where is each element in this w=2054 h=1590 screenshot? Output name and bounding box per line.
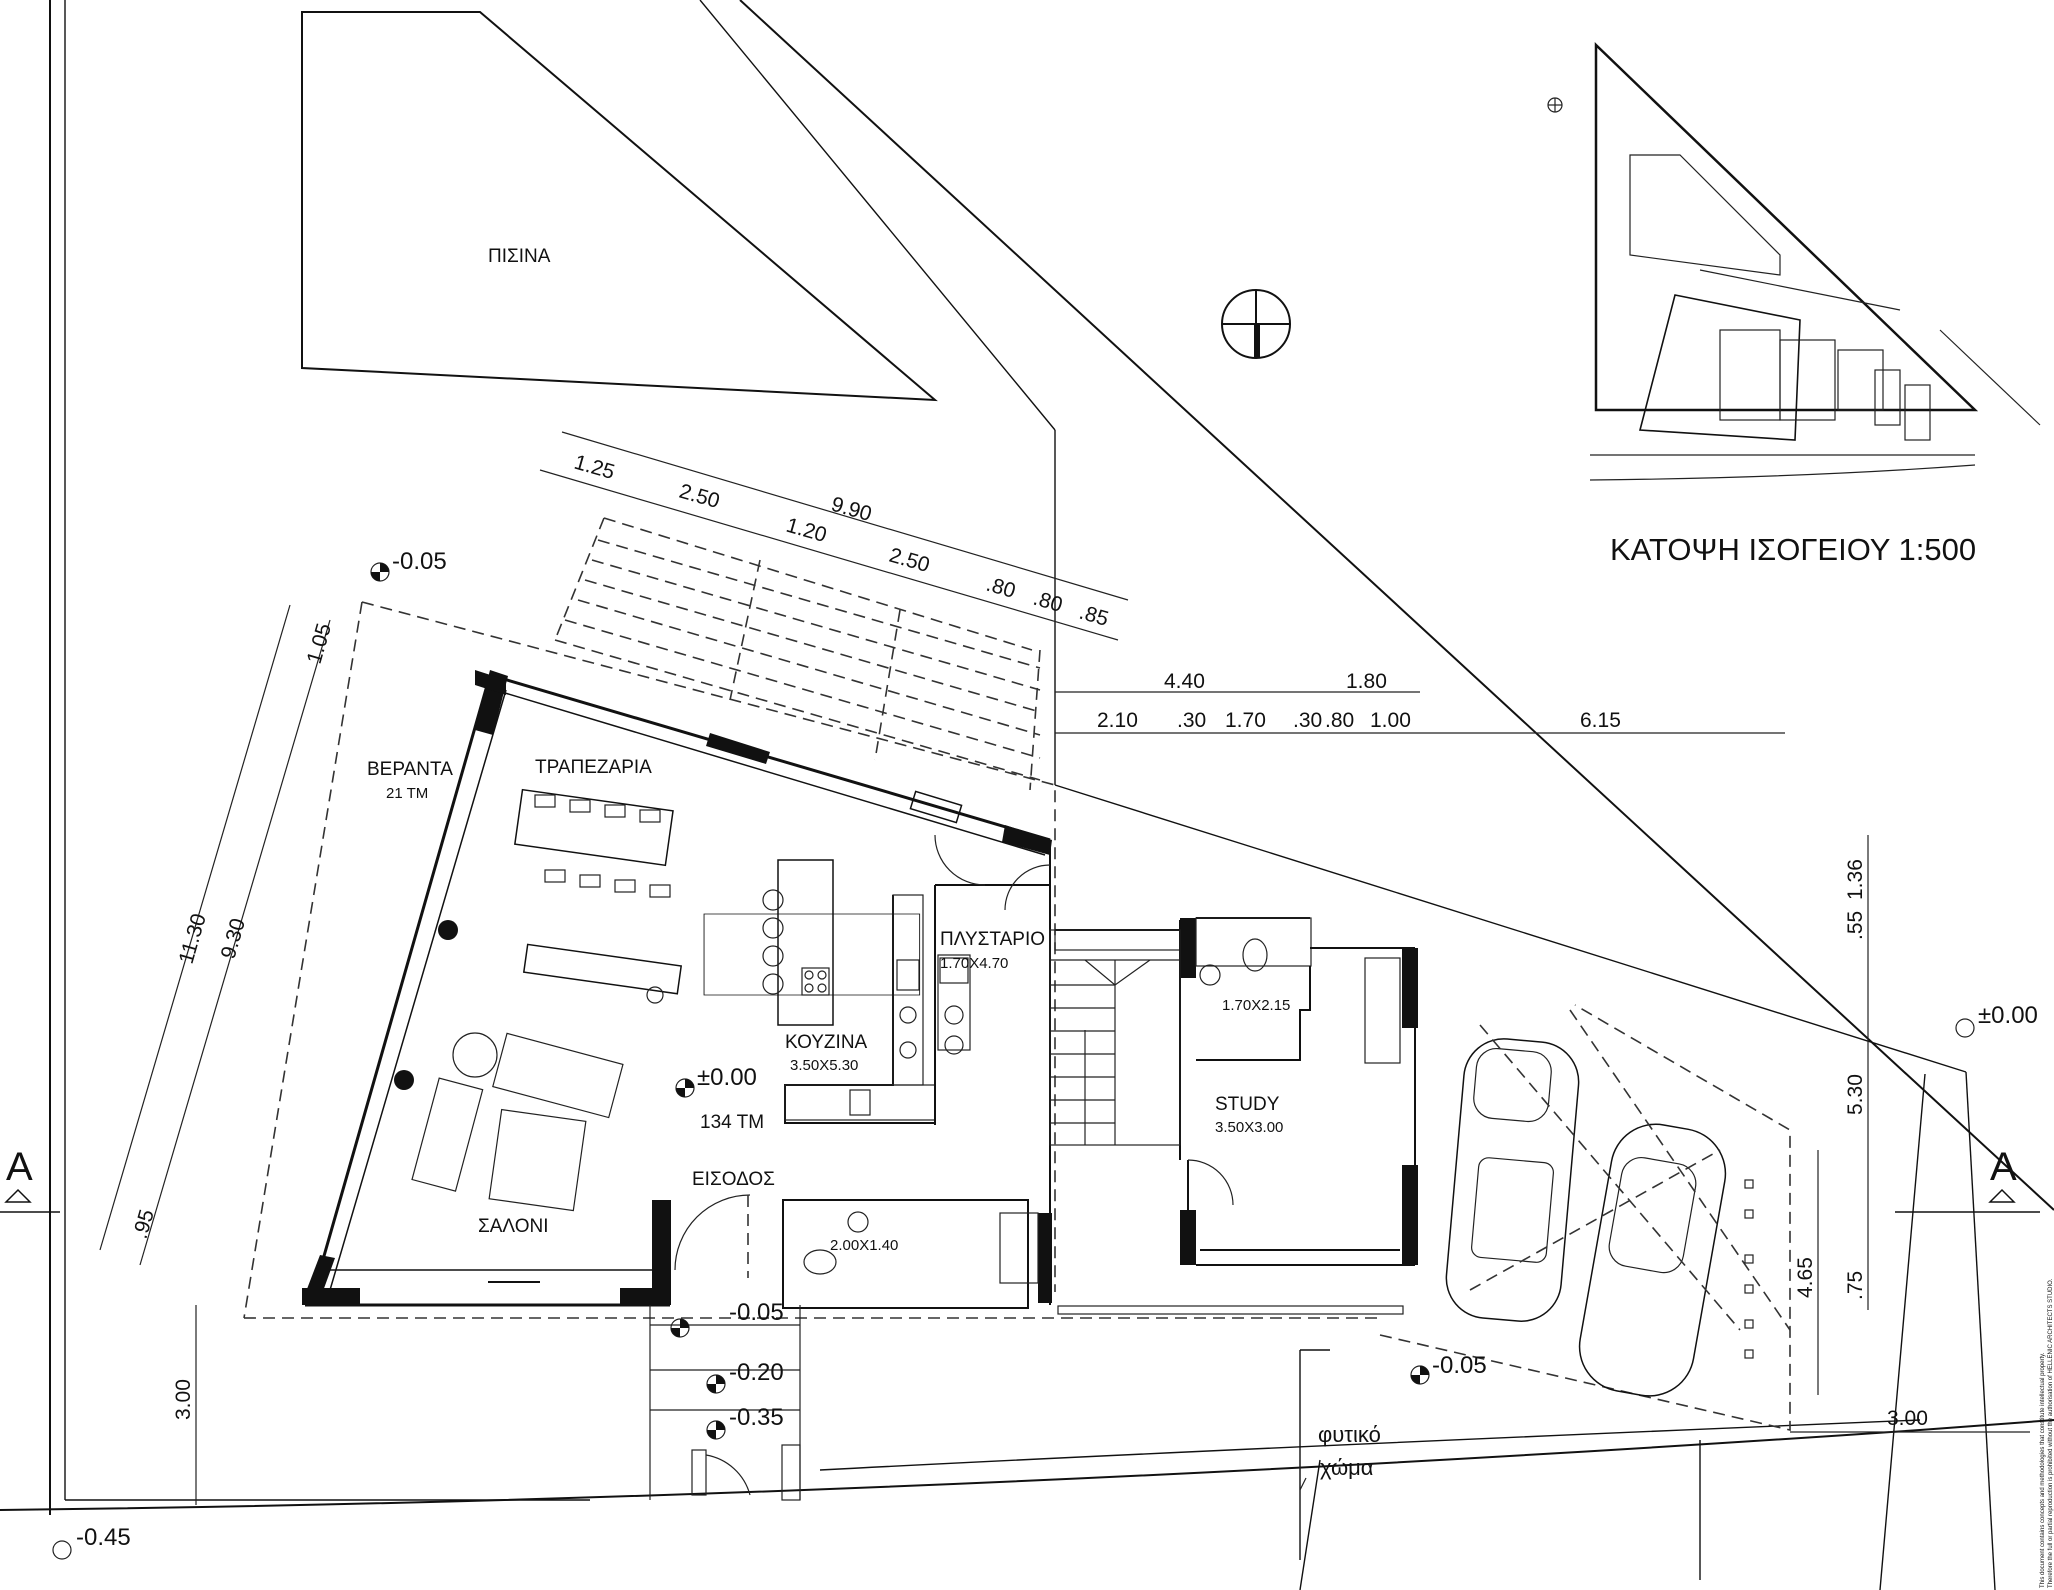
svg-text:-0.45: -0.45 [76,1524,131,1551]
wc-upper-size: 1.70X2.15 [1222,997,1290,1014]
svg-text:3.00: 3.00 [1887,1407,1928,1430]
veranda-area: 21 ΤΜ [386,785,428,802]
pool-label: ΠΙΣΙΝΑ [488,246,551,267]
svg-text:1.80: 1.80 [1346,670,1387,693]
entrance-steps [649,1305,801,1501]
svg-text:Therefore the full or partial: Therefore the full or partial reproducti… [2048,1278,2054,1588]
entrance-label: ΕΙΣΟΔΟΣ [692,1169,775,1190]
svg-text:.55: .55 [1844,911,1867,940]
section-marker-right: A [1895,1145,2040,1213]
soil-line2: χώμα [1320,1455,1374,1480]
svg-text:-0.05: -0.05 [1432,1352,1487,1379]
study-size: 3.50X3.00 [1215,1119,1283,1136]
svg-text:.95: .95 [129,1207,159,1241]
svg-text:-0.05: -0.05 [729,1299,784,1326]
wc-lower-size: 2.00X1.40 [830,1237,898,1254]
main-area: 134 ΤΜ [700,1112,764,1133]
veranda-label: ΒΕΡΑΝΤΑ [367,759,453,780]
svg-text:-0.35: -0.35 [729,1404,784,1431]
svg-text:5.30: 5.30 [1844,1074,1867,1115]
parking-cars [1445,1009,1791,1397]
svg-text:4.40: 4.40 [1164,670,1205,693]
dimension-lines: 9.90 1.25 2.50 1.20 2.50 .80 .80 .85 4.4… [99,431,2030,1505]
svg-text:1.36: 1.36 [1844,859,1867,900]
house-walls [302,670,1418,1315]
laundry-label: ΠΛΥΣΤΑΡΙΟ [940,929,1045,950]
laundry-room: ΠΛΥΣΤΑΡΙΟ 1.70X4.70 [934,834,1051,1125]
svg-text:A: A [6,1145,33,1189]
svg-text:1.25: 1.25 [572,451,618,484]
svg-text:-0.05: -0.05 [392,548,447,575]
svg-text:.30: .30 [1293,709,1322,732]
kitchen-size: 3.50X5.30 [790,1057,858,1074]
svg-text:2.50: 2.50 [677,480,723,513]
svg-text:.80: .80 [1031,587,1065,617]
svg-text:1.70: 1.70 [1225,709,1266,732]
level-marker-veranda: -0.05 [370,548,447,582]
svg-text:This document contains concept: This document contains concepts and meth… [2040,1352,2046,1588]
section-marker-left: A [0,1145,60,1213]
level-marker-parking-top: ±0.00 [1955,1002,2038,1038]
svg-text:A: A [1990,1145,2017,1189]
dining-table: ΤΡΑΠΕΖΑΡΙΑ [513,757,674,898]
level-marker-entrance-1: -0.05 [670,1299,784,1338]
main-level-marker: ±0.00 134 ΤΜ [675,1064,764,1133]
wc-lower: 2.00X1.40 [803,1211,898,1275]
living-label: ΣΑΛΟΝΙ [478,1216,549,1237]
svg-text:.85: .85 [1077,601,1111,631]
soil-note: φυτικό χώμα [1299,1422,1381,1491]
svg-text:2.50: 2.50 [887,544,933,577]
svg-text:1.20: 1.20 [784,514,830,547]
svg-text:1.00: 1.00 [1370,709,1411,732]
key-plan-title: ΚΑΤΟΨΗ ΙΣΟΓΕΙΟΥ 1:500 [1610,532,1976,567]
svg-text:.80: .80 [984,573,1018,603]
dining-label: ΤΡΑΠΕΖΑΡΙΑ [535,757,652,778]
copyright-note: This document contains concepts and meth… [2040,1278,2054,1588]
kitchen: ΚΟΥΖΙΝΑ 3.50X5.30 [762,859,936,1124]
key-plan: ΚΑΤΟΨΗ ΙΣΟΓΕΙΟΥ 1:500 [1547,42,2041,567]
living-furniture: ΒΕΡΑΝΤΑ 21 ΤΜ ΣΑΛΟΝΙ ΕΙΣΟΔΟΣ [367,759,775,1283]
svg-text:9.30: 9.30 [217,916,250,962]
main-level: ±0.00 [697,1064,757,1091]
north-arrow-icon [1221,289,1291,359]
soil-line1: φυτικό [1318,1422,1381,1447]
level-marker-parking-bottom: -0.05 [1410,1352,1487,1385]
svg-text:.30: .30 [1177,709,1206,732]
svg-text:-0.20: -0.20 [729,1359,784,1386]
svg-text:11.30: 11.30 [175,911,211,966]
svg-text:3.00: 3.00 [172,1379,195,1420]
svg-text:.80: .80 [1325,709,1354,732]
svg-text:6.15: 6.15 [1580,709,1621,732]
staircase [1049,929,1181,1146]
level-marker-entrance-3: -0.35 [706,1404,784,1440]
svg-text:4.65: 4.65 [1794,1257,1817,1298]
level-marker-street: -0.45 [52,1524,131,1560]
study-label: STUDY [1215,1094,1280,1115]
pool: ΠΙΣΙΝΑ [301,11,938,402]
svg-text:.75: .75 [1844,1271,1867,1300]
kitchen-label: ΚΟΥΖΙΝΑ [785,1032,868,1053]
wc-upper: 1.70X2.15 [1199,938,1290,1014]
svg-text:±0.00: ±0.00 [1978,1002,2038,1029]
svg-text:1.05: 1.05 [303,621,336,667]
level-marker-entrance-2: -0.20 [706,1359,784,1394]
laundry-size: 1.70X4.70 [940,955,1008,972]
svg-text:9.90: 9.90 [829,493,875,526]
study-room: STUDY 3.50X3.00 [1187,1094,1283,1206]
level-markers: -0.05 -0.05 -0.20 -0.35 -0.45 ±0.00 -0.0… [52,548,2038,1560]
parking-pavers [1744,1179,1754,1359]
svg-text:2.10: 2.10 [1097,709,1138,732]
pergola [554,517,1041,791]
